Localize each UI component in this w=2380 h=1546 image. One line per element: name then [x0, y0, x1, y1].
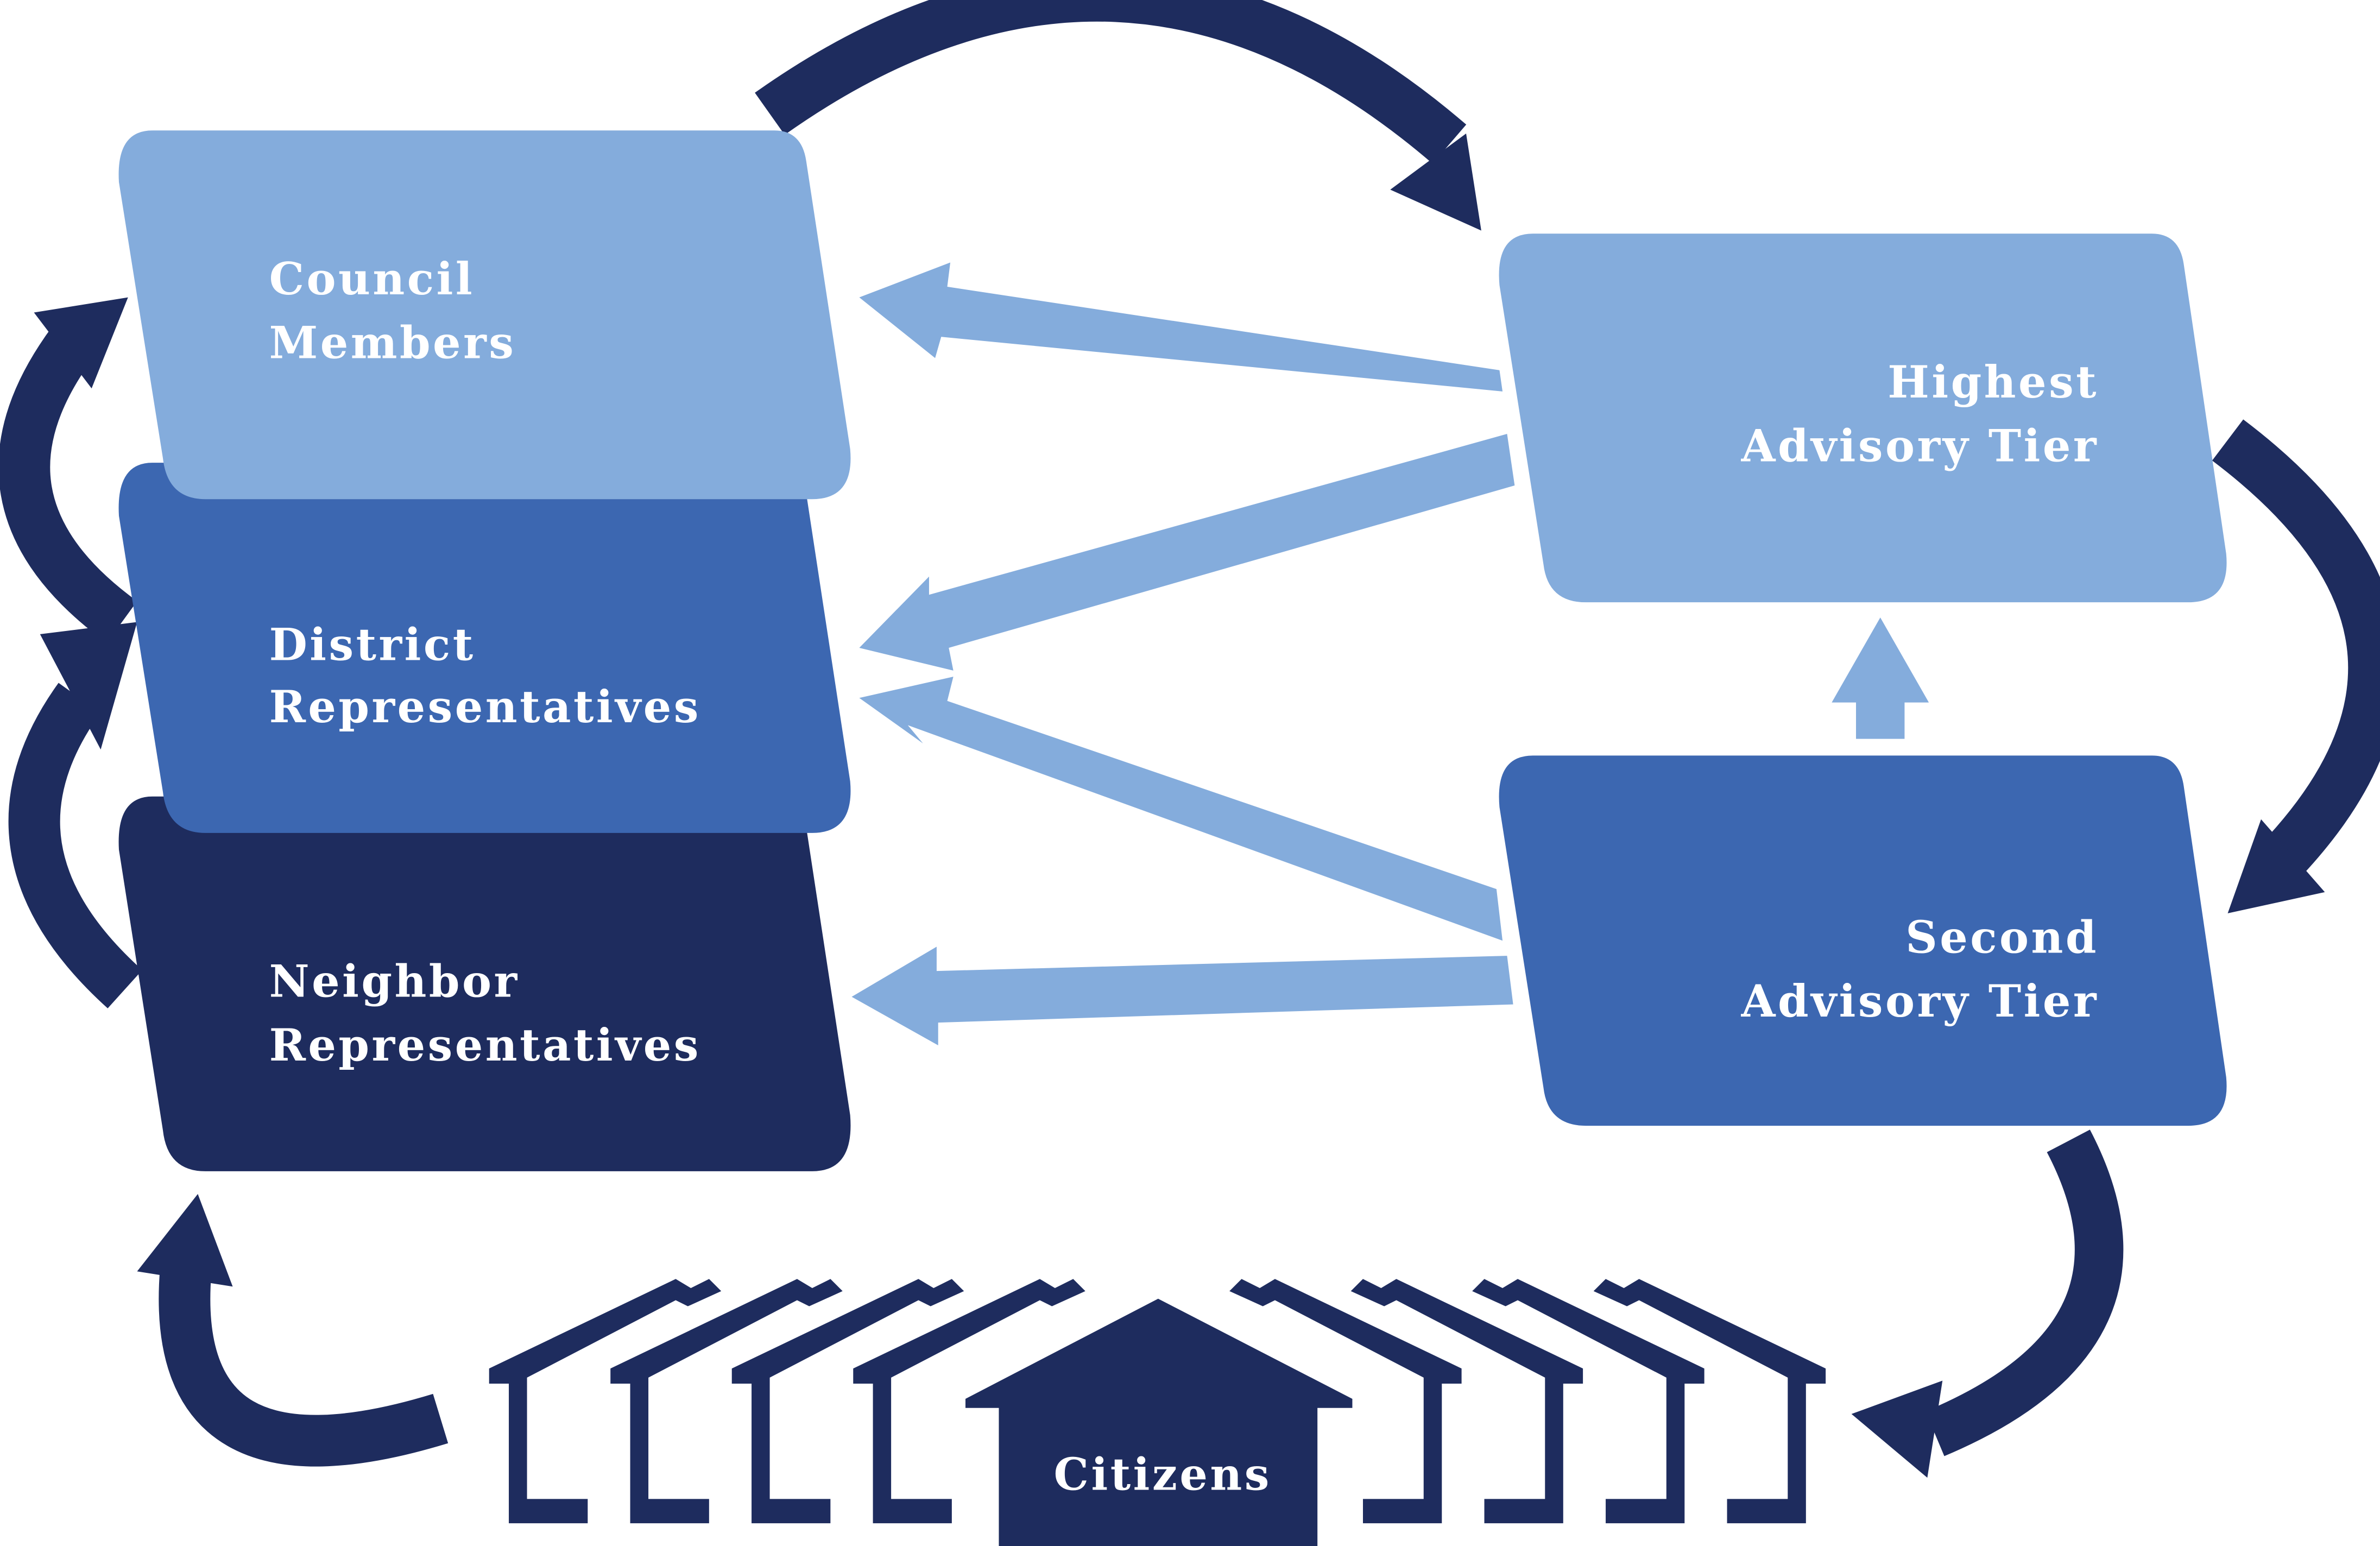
arc-arrow-second-to-citizens	[1851, 1129, 2124, 1478]
arrow-highest-to-district	[859, 434, 1515, 671]
arrow-highest-to-council	[859, 262, 1503, 392]
arrow-second-to-highest	[1832, 617, 1929, 739]
highest-label-line1: Highest	[1887, 357, 2099, 408]
citizen-house-outline-2	[610, 1279, 843, 1524]
district-label-line2: Representatives	[269, 681, 701, 733]
box-council-members	[118, 130, 851, 500]
arrow-second-to-neighbor	[851, 946, 1513, 1046]
citizen-house-outline-1	[489, 1279, 722, 1524]
box-highest-advisory-tier	[1499, 234, 2227, 603]
council-label-line1: Council	[269, 254, 475, 305]
second-label-line2: Advisory Tier	[1741, 976, 2099, 1027]
citizen-house-outline-7	[1472, 1279, 1704, 1524]
council-label-line2: Members	[269, 317, 516, 369]
box-neighbor-representatives	[118, 796, 851, 1171]
highest-label-line2: Advisory Tier	[1741, 420, 2099, 472]
citizen-house-outline-6	[1350, 1279, 1583, 1524]
citizens-main-house	[965, 1298, 1353, 1546]
citizen-house-outline-4	[853, 1279, 1085, 1524]
box-second-advisory-tier	[1499, 755, 2227, 1126]
arc-arrow-council-to-highest	[755, 0, 1481, 231]
neighbor-label-line1: Neighbor	[269, 956, 520, 1008]
citizens-houses	[489, 1279, 1826, 1524]
arc-arrow-citizens-to-neighbor	[137, 1194, 449, 1467]
citizen-house-outline-8	[1593, 1279, 1826, 1524]
box-district-representatives	[118, 463, 851, 833]
arc-arrow-highest-to-second	[2212, 419, 2380, 913]
arrow-second-to-district	[859, 677, 1503, 941]
district-label-line1: District	[269, 619, 476, 671]
arc-arrow-district-to-council	[0, 297, 137, 643]
citizens-label: Citizens	[1054, 1449, 1272, 1501]
arc-arrow-neighbor-to-district	[8, 622, 143, 1008]
neighbor-label-line2: Representatives	[269, 1020, 701, 1071]
citizen-house-outline-5	[1229, 1279, 1462, 1524]
citizen-house-outline-3	[731, 1279, 964, 1524]
second-label-line1: Second	[1905, 912, 2099, 964]
